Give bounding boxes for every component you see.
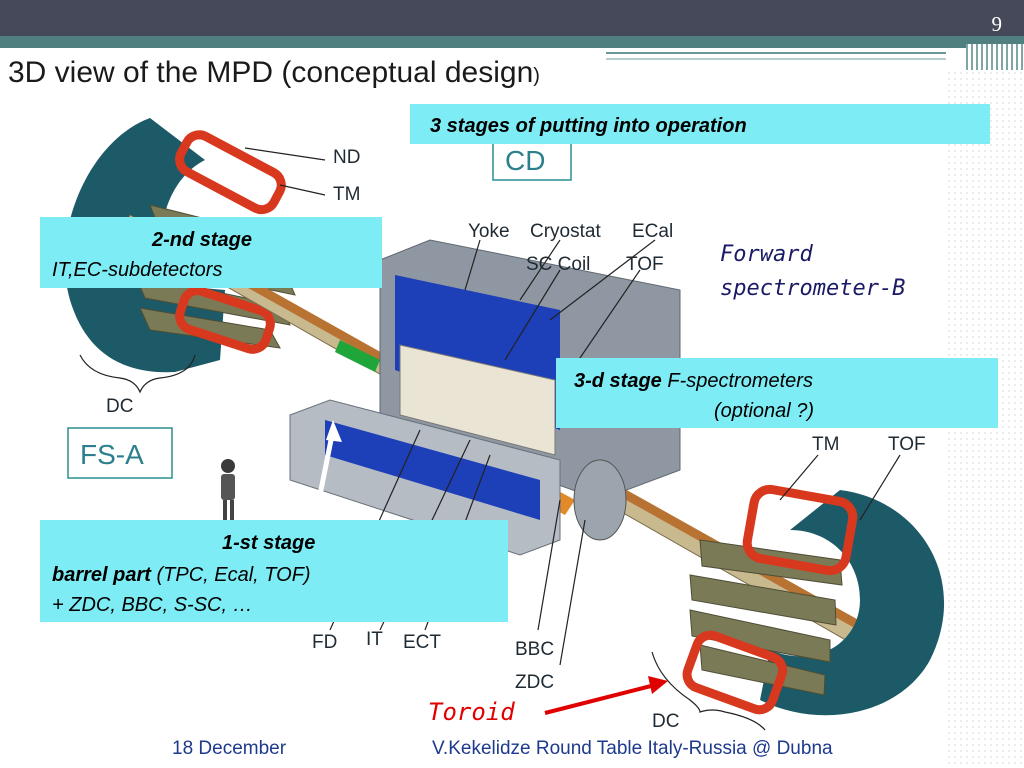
sc-coil-label: SC Coil (526, 254, 590, 275)
tof-right-label: TOF (888, 434, 926, 455)
forward-spectrometer-b-label: Forward spectrometer-B (720, 238, 905, 306)
toroid-arrow-head (648, 676, 668, 694)
tm-top-label: TM (333, 184, 360, 205)
mpd-detector-diagram: CD FS-A ND TM Yoke Cryostat ECal SC Coil… (64, 118, 945, 732)
toroid-arrow (544, 683, 656, 715)
central-barrel (289, 239, 681, 556)
header-stripe-light (606, 58, 946, 60)
stage1-rest: (TPC, Ecal, TOF) (156, 564, 311, 586)
page-number: 9 (991, 12, 1003, 36)
ecal-label: ECal (632, 221, 673, 242)
stage2-box: 2-nd stage IT,EC-subdetectors (40, 217, 382, 288)
cd-label-box (492, 137, 572, 181)
person-scale-figure (221, 459, 235, 522)
title-main: 3D view of the MPD (conceptual design (8, 56, 534, 89)
fs-a-label-box (67, 427, 173, 479)
ect-label: ECT (403, 632, 441, 653)
footer-date: 18 December (172, 738, 287, 759)
toroid-label: Toroid (428, 698, 515, 726)
dc-left-label: DC (106, 396, 133, 417)
stage3-line1: 3-d stage F-spectrometers (574, 370, 813, 393)
title-paren: ) (533, 65, 540, 87)
stage1-box: 1-st stage barrel part (TPC, Ecal, TOF) … (40, 520, 508, 622)
right-forward-spectrometer (682, 484, 945, 716)
tof-top-label: TOF (626, 254, 664, 275)
dc-right-label: DC (652, 711, 679, 732)
fd-label: FD (312, 632, 337, 653)
cd-label: CD (505, 145, 545, 176)
stage3-optional: (optional ?) (714, 400, 815, 422)
fs-a-label: FS-A (80, 439, 144, 470)
forward-line2: spectrometer-B (720, 276, 906, 301)
stage3-title: 3-d stage (574, 370, 662, 392)
tm-right-label: TM (812, 434, 839, 455)
stage1-line2: barrel part (TPC, Ecal, TOF) (52, 564, 311, 587)
nd-label: ND (333, 147, 360, 168)
stages-header-box: 3 stages of putting into operation (410, 104, 990, 144)
bbc-label: BBC (515, 639, 554, 660)
yoke-label: Yoke (468, 221, 510, 242)
zdc-label: ZDC (515, 672, 554, 693)
stage2-title: 2-nd stage (152, 229, 253, 251)
stage3-desc: F-spectrometers (667, 370, 813, 392)
it-label: IT (366, 629, 383, 650)
header-stripe (606, 52, 946, 54)
stages-header: 3 stages of putting into operation (430, 115, 747, 137)
slide-title: 3D view of the MPD (conceptual design) (8, 56, 540, 90)
footer-author-event: V.Kekelidze Round Table Italy-Russia @ D… (432, 738, 833, 759)
stage2-body: IT,EC-subdetectors (52, 259, 223, 281)
white-pointer-head (326, 420, 342, 442)
forward-line1: Forward (720, 242, 813, 267)
white-pointer (315, 429, 336, 506)
stage1-line3: + ZDC, BBC, S-SC, … (52, 594, 253, 616)
decorative-bars (966, 44, 1024, 70)
stage3-box: 3-d stage F-spectrometers (optional ?) (556, 358, 998, 428)
stage1-bold: barrel part (52, 564, 151, 586)
teal-band (0, 36, 1024, 48)
cryostat-label: Cryostat (530, 221, 601, 242)
top-bar (0, 0, 1024, 36)
stage1-title: 1-st stage (222, 532, 316, 554)
